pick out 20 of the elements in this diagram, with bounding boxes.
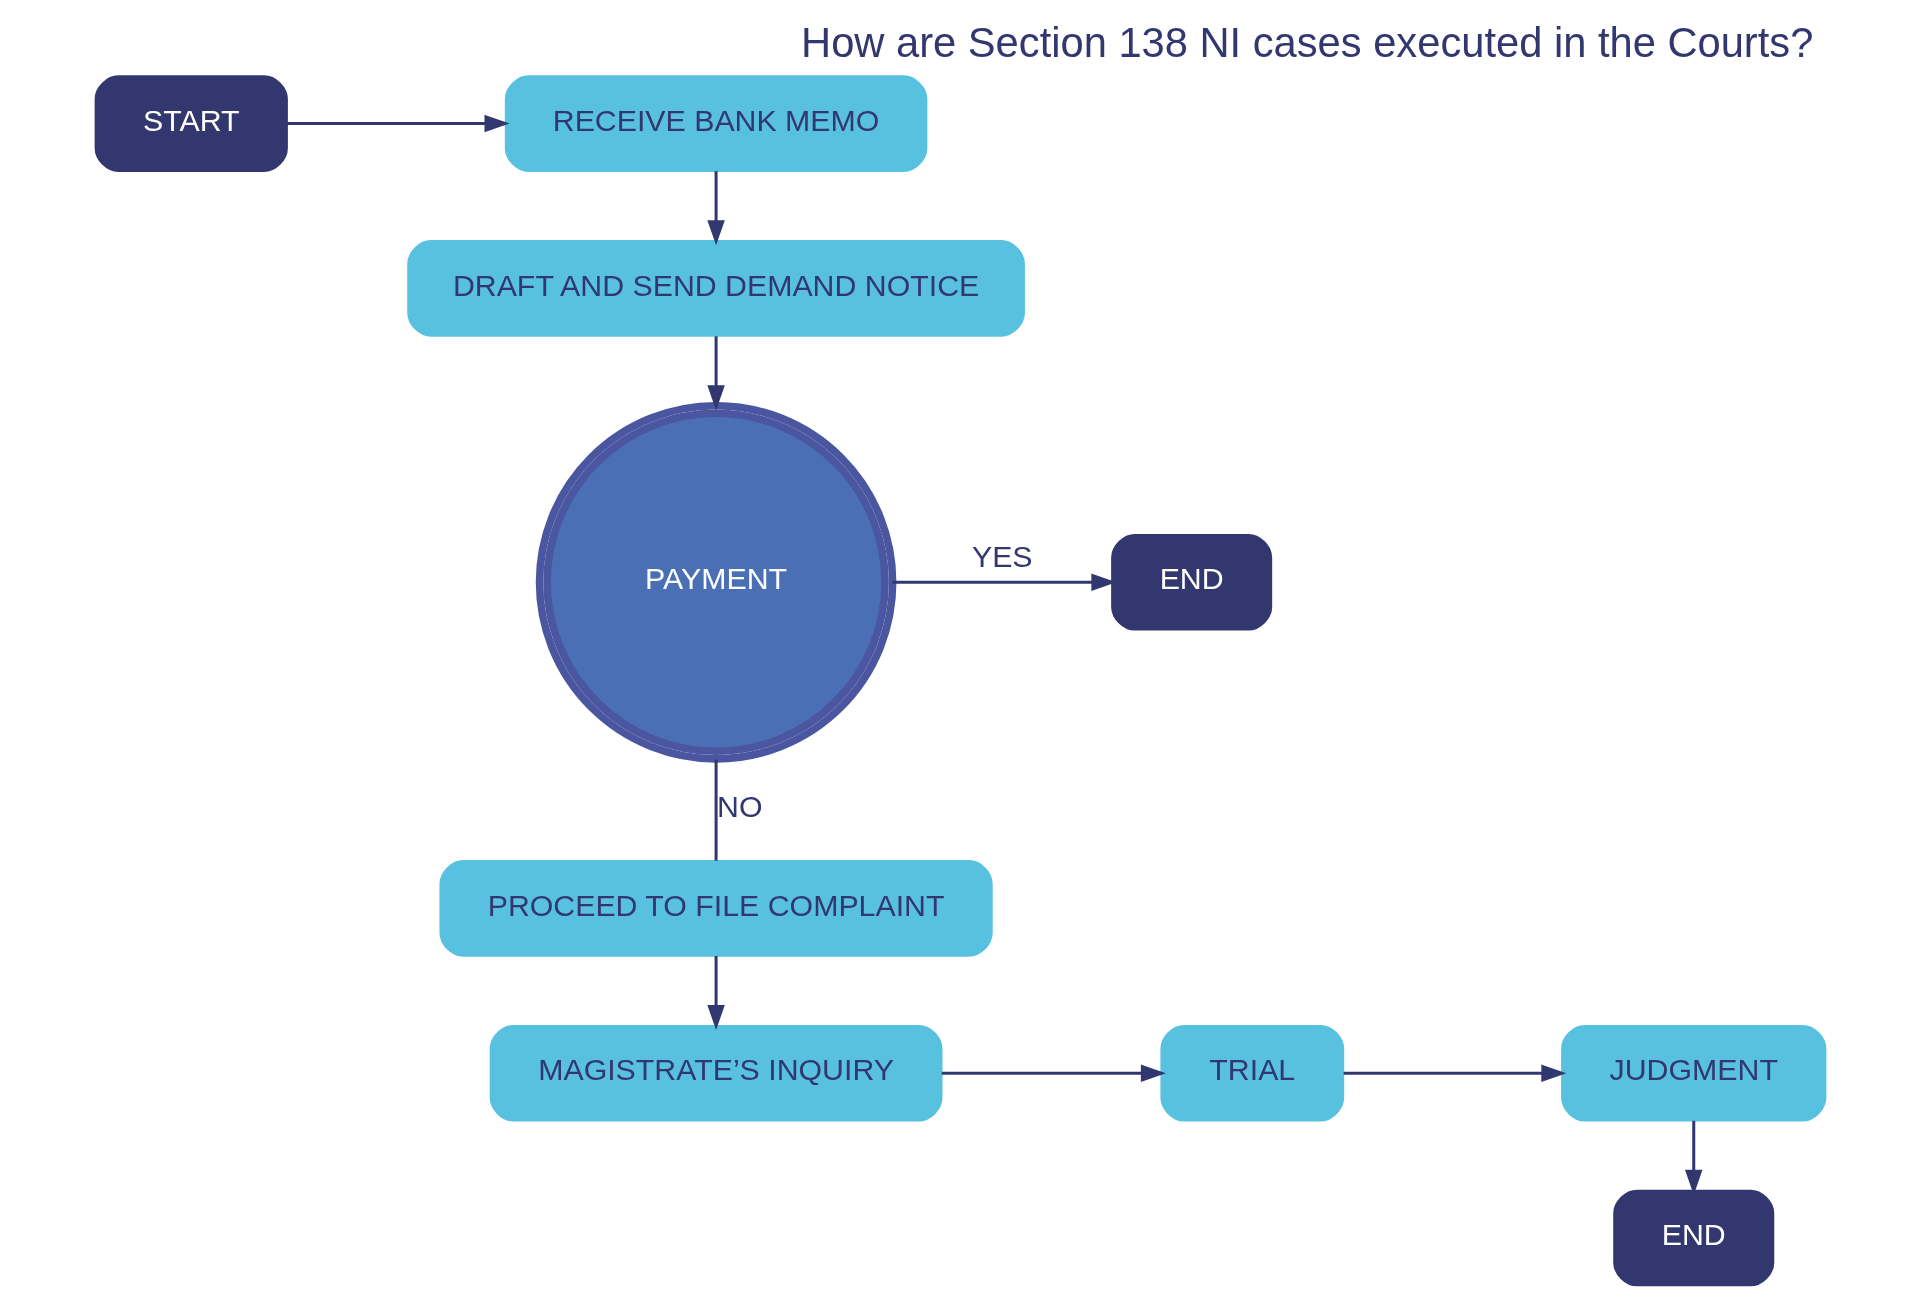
node-box: TRIAL [1159,1024,1344,1122]
edge-label: YES [971,539,1033,573]
diagram-title: How are Section 138 NI cases executed in the Courts? [800,18,1813,66]
edge-label: NO [716,790,762,824]
arrow [1343,1064,1566,1082]
node-box: JUDGMENT [1560,1024,1826,1122]
arrow [286,114,510,133]
node-box: END [1612,1189,1774,1287]
arrow [941,1064,1166,1082]
node-box: END [1110,533,1272,631]
arrow [706,955,725,1031]
node-box: START [94,75,288,172]
arrow [706,171,725,246]
node-box: MAGISTRATE’S INQUIRY [489,1024,942,1122]
connector [714,759,718,861]
node-circle: PAYMENT [535,401,896,763]
node-box: PROCEED TO FILE COMPLAINT [438,860,993,957]
node-box: RECEIVE BANK MEMO [504,75,927,172]
arrow [706,336,725,411]
node-box: DRAFT AND SEND DEMAND NOTICE [406,240,1025,337]
